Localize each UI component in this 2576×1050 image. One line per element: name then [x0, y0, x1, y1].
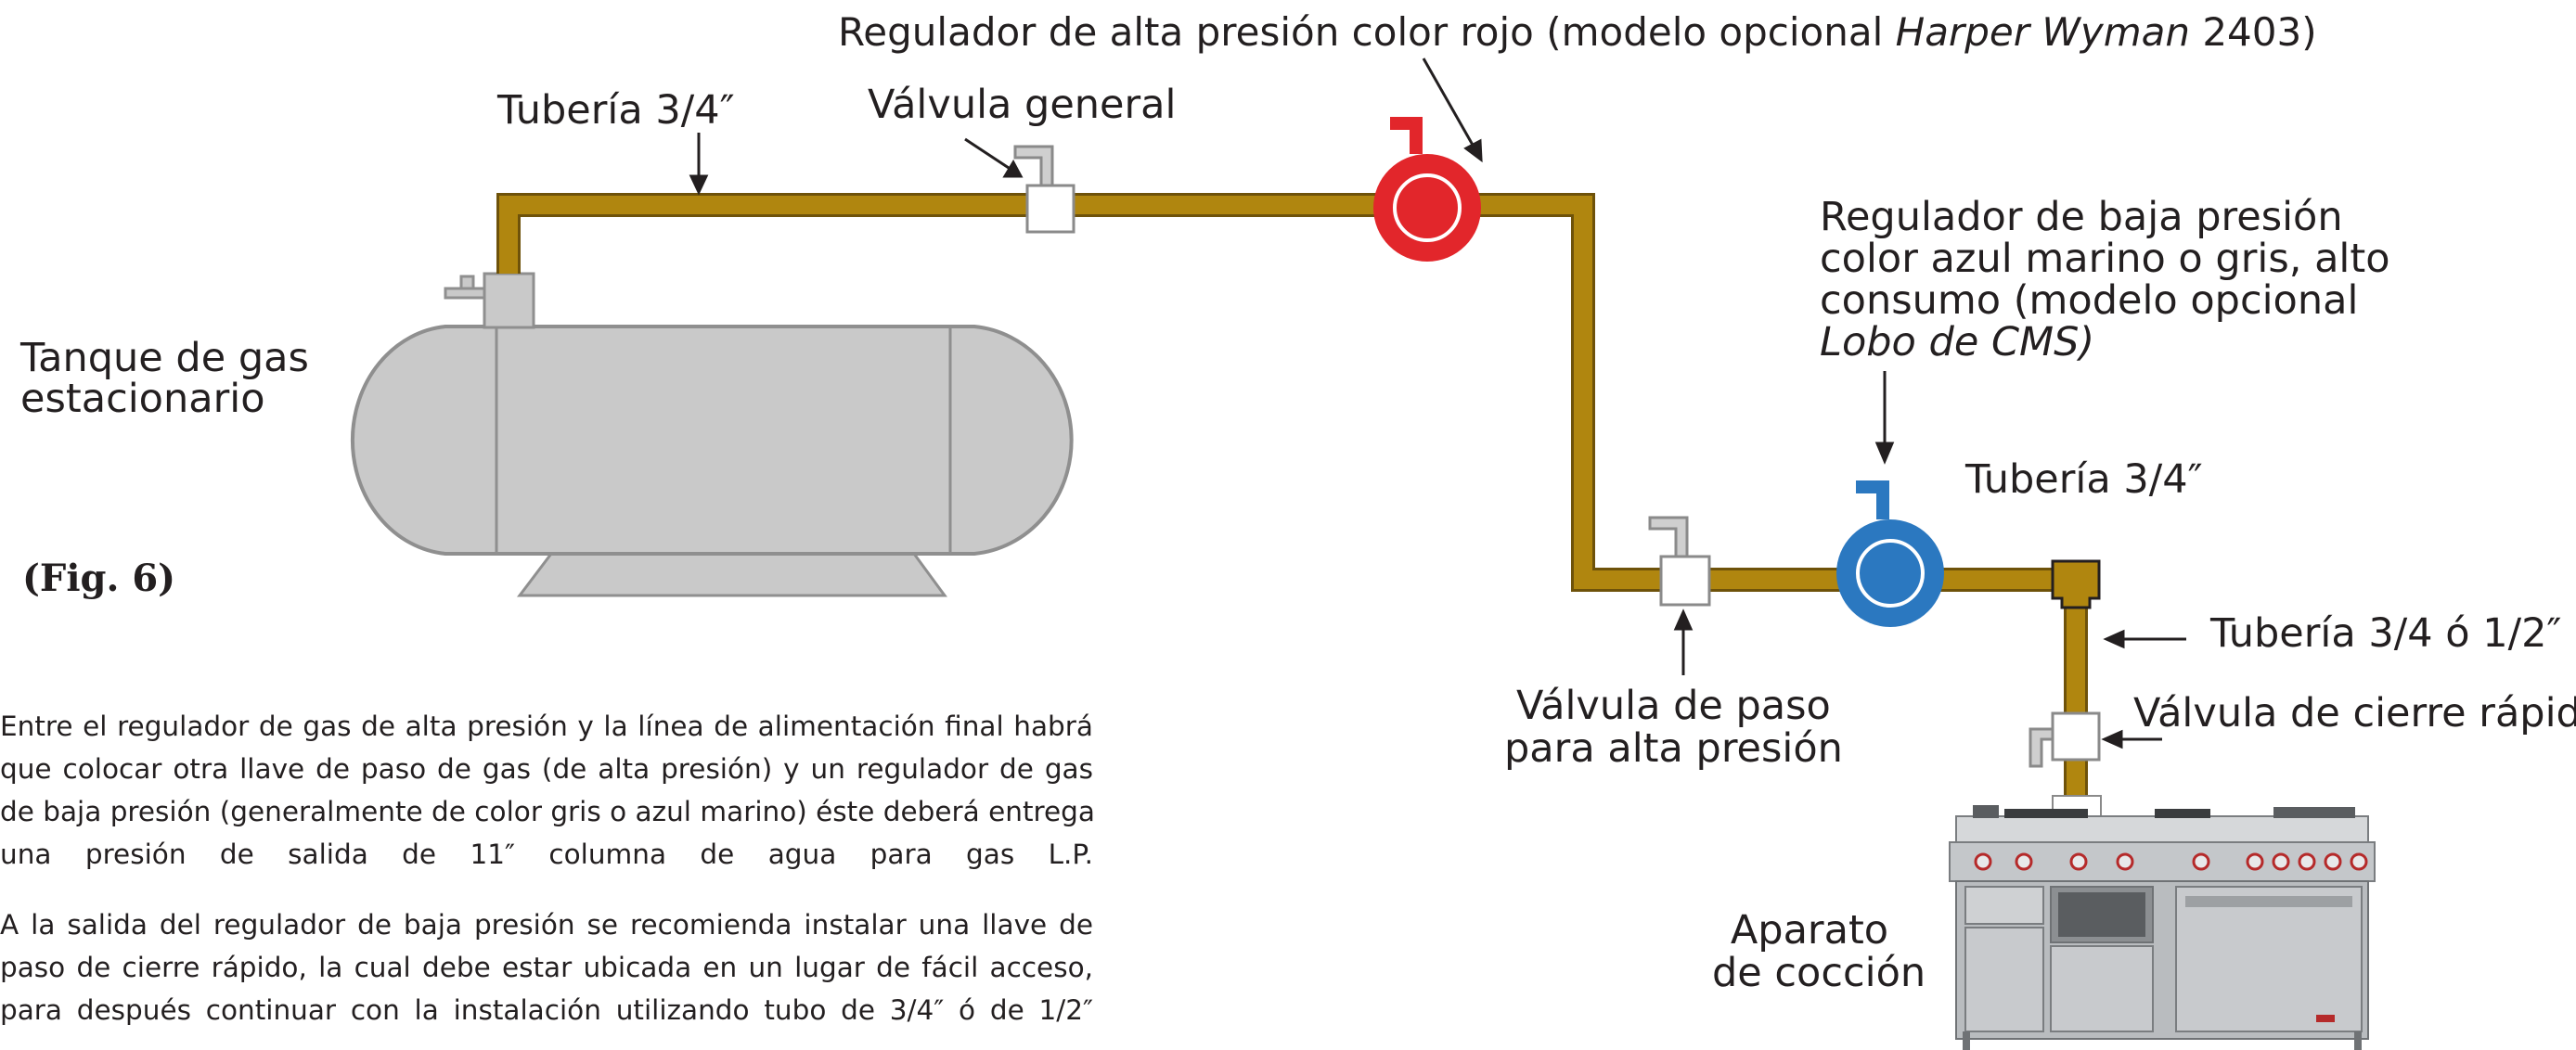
low-regulator-line1: Regulador de baja presión [1820, 194, 2343, 240]
low-regulator-line3: consumo (modelo opcional [1820, 277, 2359, 324]
tank-label-line1: Tanque de gas [20, 335, 309, 381]
step-valve-line2: para alta presión [1504, 725, 1843, 772]
figure-label: (Fig. 6) [22, 557, 176, 600]
tank-outlet-block [483, 272, 535, 329]
paragraph-1-line-4: una presión de salida de 11″ columna de … [0, 839, 1093, 870]
paragraph-1-line-2: que colocar otra llave de paso de gas (d… [0, 753, 1093, 785]
arrow-pipe-branch [2103, 629, 2186, 649]
stationary-gas-tank [350, 272, 1074, 597]
step-valve-high-pressure [1648, 516, 1711, 607]
tank-label: Tanque de gas estacionario [20, 338, 309, 419]
tee-fitting [2051, 559, 2101, 609]
main-pipe [496, 193, 2076, 592]
annotation-arrows [689, 58, 2186, 749]
appliance-line2: de cocción [1712, 950, 1926, 996]
body-text: Entre el regulador de gas de alta presió… [0, 711, 1093, 1037]
general-valve [1013, 145, 1075, 234]
paragraph-1: Entre el regulador de gas de alta presió… [0, 711, 1093, 881]
tank-outlet-nozzle [444, 275, 486, 300]
low-pressure-regulator [1836, 480, 1944, 627]
high-regulator-label-prefix: Regulador de alta presión color rojo (mo… [838, 9, 1896, 55]
paragraph-2-line-2: paso de cierre rápido, la cual debe esta… [0, 952, 1093, 983]
quick-valve-label: Válvula de cierre rápido [2133, 690, 2576, 736]
branch-pipe [2051, 559, 2101, 800]
tank-base [516, 552, 947, 597]
high-pressure-regulator [1373, 117, 1481, 262]
low-regulator-line2: color azul marino o gris, alto [1820, 236, 2390, 282]
paragraph-2-line-3: para después continuar con la instalació… [0, 994, 1093, 1026]
high-regulator-brand: Harper Wyman [1895, 9, 2190, 55]
step-valve-line1: Válvula de paso [1516, 683, 1831, 729]
arrow-quick-valve [2101, 729, 2162, 749]
high-regulator-label: Regulador de alta presión color rojo (mo… [838, 13, 2317, 52]
appliance-line1: Aparato [1730, 907, 1889, 954]
appliance-label: Aparato de cocción [1712, 907, 1926, 996]
paragraph-1-line-3: de baja presión (generalmente de color g… [0, 796, 1093, 827]
paragraph-2-line-1: A la salida del regulador de baja presió… [0, 909, 1093, 941]
paragraph-1-line-1: Entre el regulador de gas de alta presió… [0, 711, 1093, 742]
arrow-step-valve [1673, 608, 1694, 675]
arrow-high-regulator [1422, 58, 1483, 163]
arrow-general-valve [964, 137, 1024, 178]
step-valve-label: Válvula de paso para alta presión [1504, 685, 1843, 770]
pipe-branch-label: Tubería 3/4 ó 1/2″ [2210, 610, 2562, 657]
pipe-top-label: Tubería 3/4″ [497, 87, 735, 134]
tank-label-line2: estacionario [20, 376, 265, 422]
tank-body [350, 325, 1074, 556]
general-valve-label: Válvula general [868, 82, 1177, 128]
low-regulator-line4: Lobo de CMS) [1820, 319, 2095, 365]
quick-shutoff-valve [2029, 711, 2101, 768]
arrow-pipe-top [689, 133, 709, 196]
high-regulator-label-suffix: 2403) [2189, 9, 2317, 55]
paragraph-2: A la salida del regulador de baja presió… [0, 909, 1093, 1037]
low-regulator-label: Regulador de baja presión color azul mar… [1820, 197, 2390, 364]
pipe-right-label: Tubería 3/4″ [1965, 456, 2203, 503]
cooking-appliance [1949, 795, 2376, 1050]
arrow-low-regulator [1874, 371, 1895, 465]
